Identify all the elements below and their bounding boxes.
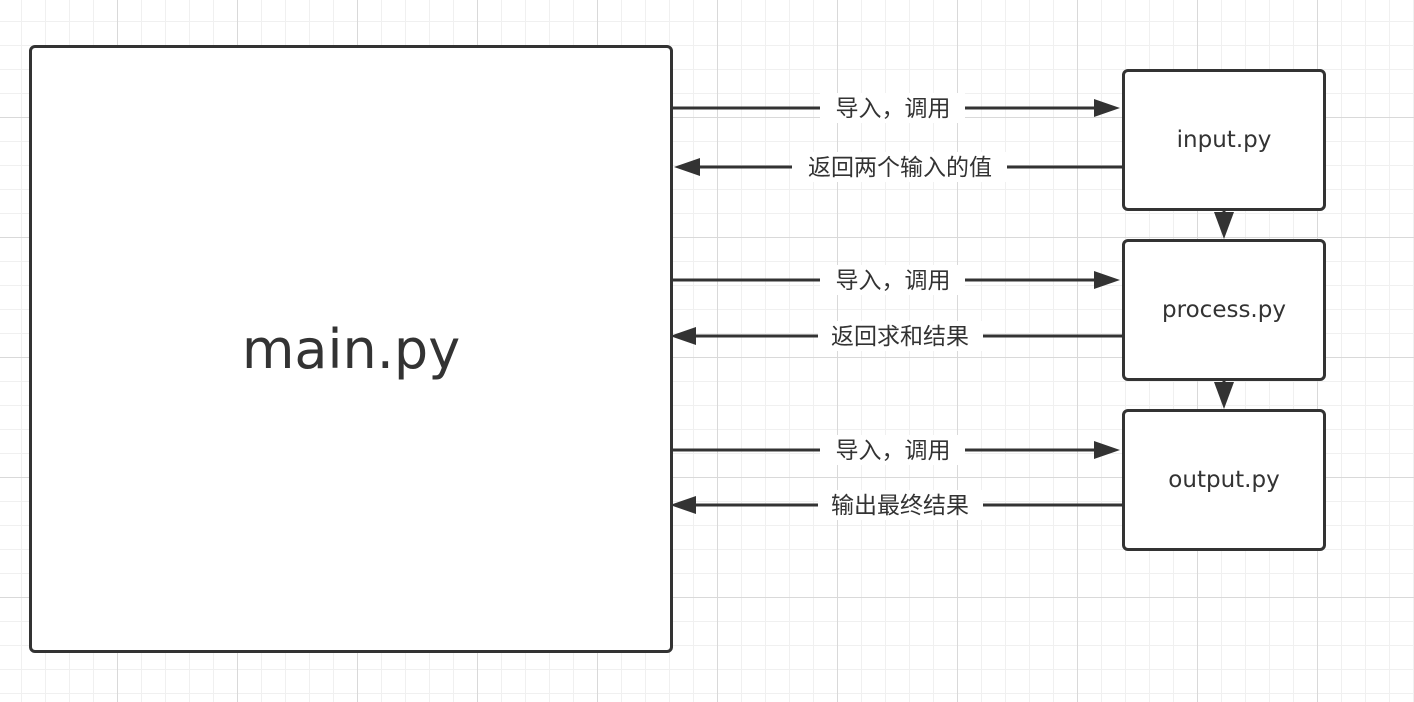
edge-input-to-main: 返回两个输入的值	[674, 152, 1122, 182]
node-label: output.py	[1168, 467, 1280, 493]
edge-label: 返回两个输入的值	[808, 155, 992, 181]
edge-output-to-main: 输出最终结果	[670, 490, 1122, 520]
arrowhead-right-icon	[1094, 441, 1120, 459]
node-main[interactable]: main.py	[29, 45, 673, 653]
arrowhead-right-icon	[1094, 99, 1120, 117]
edge-process-to-main: 返回求和结果	[670, 321, 1122, 351]
arrowhead-down-icon	[1214, 212, 1234, 239]
edge-label: 导入，调用	[836, 438, 951, 464]
node-label: input.py	[1176, 127, 1272, 153]
edge-process-to-output	[1214, 381, 1234, 409]
arrowhead-left-icon	[674, 158, 700, 176]
edge-label: 导入，调用	[836, 96, 951, 122]
edge-main-to-process: 导入，调用	[673, 265, 1120, 295]
edge-label: 导入，调用	[836, 268, 951, 294]
arrowhead-left-icon	[670, 327, 696, 345]
node-output[interactable]: output.py	[1122, 409, 1326, 551]
edge-input-to-process	[1214, 211, 1234, 239]
edge-main-to-output: 导入，调用	[673, 435, 1120, 465]
edge-label: 返回求和结果	[831, 324, 969, 350]
edge-main-to-input: 导入，调用	[673, 93, 1120, 123]
arrowhead-right-icon	[1094, 271, 1120, 289]
node-label: process.py	[1162, 297, 1286, 323]
node-input[interactable]: input.py	[1122, 69, 1326, 211]
arrowhead-down-icon	[1214, 382, 1234, 409]
node-process[interactable]: process.py	[1122, 239, 1326, 381]
edge-label: 输出最终结果	[831, 493, 969, 519]
arrowhead-left-icon	[670, 496, 696, 514]
node-label: main.py	[241, 317, 461, 381]
